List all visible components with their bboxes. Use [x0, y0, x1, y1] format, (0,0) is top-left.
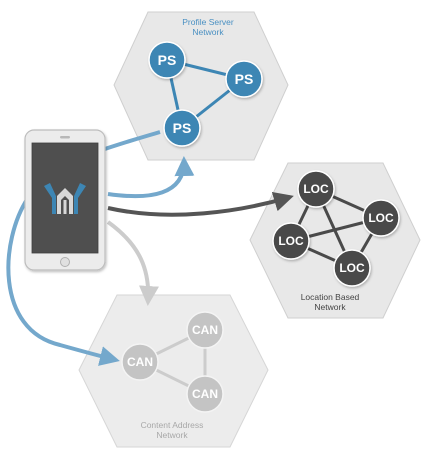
- location-based-network-title-line2: Network: [314, 302, 346, 312]
- phone-to-loc-link: [107, 192, 294, 217]
- location-based-network-title-line1: Location Based: [301, 292, 360, 302]
- loc-node: LOC: [333, 249, 371, 287]
- content-address-network-title-line2: Network: [156, 430, 188, 440]
- ps-node: PS: [148, 41, 186, 79]
- can-node-label: CAN: [192, 387, 218, 401]
- can-node-label: CAN: [192, 323, 218, 337]
- phone-to-ps-arrow-link: [107, 156, 195, 199]
- ps-node: PS: [225, 60, 263, 98]
- loc-node: LOC: [297, 170, 335, 208]
- ps-node: PS: [163, 109, 201, 147]
- can-node: CAN: [121, 343, 159, 381]
- loc-node-label: LOC: [278, 234, 304, 248]
- loc-node: LOC: [362, 199, 400, 237]
- profile-server-network-title-line1: Profile Server: [182, 17, 234, 27]
- ps-node-label: PS: [158, 52, 177, 68]
- can-node-label: CAN: [127, 355, 153, 369]
- ps-node-label: PS: [173, 120, 192, 136]
- can-node: CAN: [186, 375, 224, 413]
- content-address-network-title-line1: Content Address: [141, 420, 204, 430]
- iop-logo-icon: [44, 183, 86, 214]
- phone-to-can-curve-link: [6, 196, 120, 366]
- loc-node: LOC: [272, 222, 310, 260]
- can-node: CAN: [186, 311, 224, 349]
- phone-to-can-down-link: [106, 220, 159, 306]
- loc-node-label: LOC: [339, 261, 365, 275]
- loc-node-label: LOC: [303, 182, 329, 196]
- profile-server-network-title-line2: Network: [192, 27, 224, 37]
- ps-node-label: PS: [235, 71, 254, 87]
- loc-node-label: LOC: [368, 211, 394, 225]
